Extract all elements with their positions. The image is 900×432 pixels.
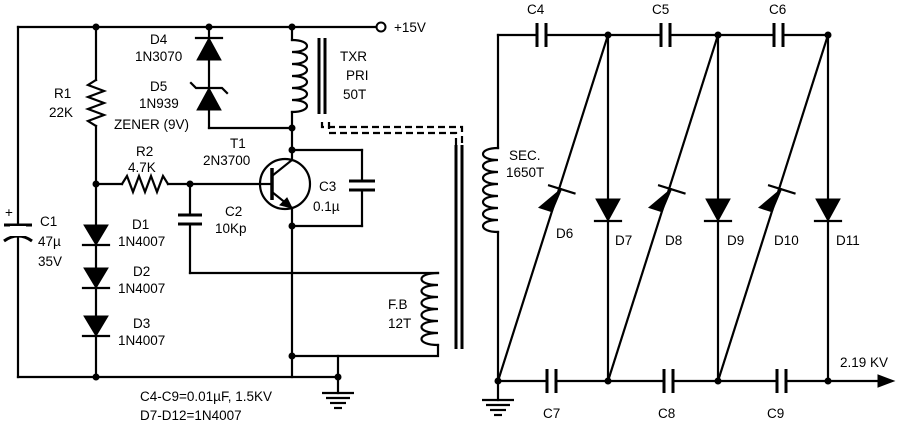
- c1-value: 47µ: [38, 234, 61, 249]
- r1-name: R1: [54, 86, 71, 101]
- diode-d10: [757, 188, 783, 213]
- diode-d6: [537, 188, 563, 213]
- primary-label-3: 50T: [343, 87, 366, 102]
- diode-d3: [83, 315, 109, 337]
- transformer-primary-coil: [290, 38, 309, 114]
- junction: [288, 23, 296, 31]
- d3-value: 1N4007: [118, 333, 165, 348]
- emitter-arrow: [279, 197, 293, 209]
- diode-d4: [196, 36, 222, 61]
- d3-name: D3: [133, 316, 150, 331]
- collector-lead: [270, 158, 294, 178]
- d8-label: D8: [665, 233, 682, 248]
- r1-value: 22K: [49, 105, 73, 120]
- zener-d5: [196, 86, 222, 111]
- d5-name: D5: [150, 79, 167, 94]
- junction: [288, 124, 296, 132]
- c4-label: C4: [527, 2, 545, 17]
- diode-d7: [595, 198, 621, 223]
- r2-value: 4.7K: [128, 160, 156, 175]
- note-diodes: D7-D12=1N4007: [140, 408, 242, 423]
- transformer-secondary-coil: [481, 146, 500, 234]
- c8-label: C8: [658, 406, 675, 421]
- junction: [714, 377, 722, 385]
- capacitor-c1-symbol: [3, 223, 33, 243]
- c3-name: C3: [319, 179, 336, 194]
- c9-label: C9: [767, 406, 784, 421]
- junction: [205, 23, 213, 31]
- junction: [824, 31, 832, 39]
- primary-label-1: TXR: [340, 49, 367, 64]
- junction: [824, 377, 832, 385]
- c5-label: C5: [652, 2, 669, 17]
- d4-value: 1N3070: [135, 49, 182, 64]
- diode-d8: [647, 188, 673, 213]
- feedback-label-1: F.B: [388, 297, 408, 312]
- diode-d6-bar: [547, 184, 576, 195]
- feedback-coil: [420, 271, 440, 347]
- c2-name: C2: [225, 204, 242, 219]
- d5-note: ZENER (9V): [114, 117, 189, 132]
- output-voltage-label: 2.19 KV: [840, 355, 888, 370]
- d4-name: D4: [150, 32, 168, 47]
- secondary-label-1: SEC.: [509, 148, 541, 163]
- d10-label: D10: [774, 233, 799, 248]
- t1-value: 2N3700: [203, 153, 250, 168]
- d1-name: D1: [132, 217, 149, 232]
- d2-value: 1N4007: [118, 281, 165, 296]
- primary-label-2: PRI: [346, 68, 369, 83]
- junction: [714, 31, 722, 39]
- diode-d9: [705, 198, 731, 223]
- r2-name: R2: [136, 144, 153, 159]
- resistor-r2: [120, 172, 170, 196]
- d1-value: 1N4007: [118, 234, 165, 249]
- junction: [334, 373, 342, 381]
- d6-label: D6: [556, 226, 573, 241]
- c2-value: 10Kp: [215, 221, 247, 236]
- feedback-label-2: 12T: [388, 316, 411, 331]
- junction: [604, 377, 612, 385]
- junction: [92, 23, 100, 31]
- diode-d11: [815, 198, 841, 223]
- ground-icon: [322, 391, 354, 410]
- junction: [604, 31, 612, 39]
- d7-label: D7: [615, 233, 632, 248]
- supply-label: +15V: [394, 20, 426, 35]
- d11-label: D11: [836, 233, 860, 248]
- ground-icon: [482, 398, 514, 417]
- resistor-r1: [84, 78, 108, 128]
- d9-label: D9: [727, 233, 744, 248]
- c7-label: C7: [543, 406, 560, 421]
- d5-value: 1N939: [139, 96, 179, 111]
- secondary-label-2: 1650T: [506, 165, 544, 180]
- c1-voltage: 35V: [38, 254, 62, 269]
- t1-name: T1: [230, 136, 246, 151]
- c3-value: 0.1µ: [313, 199, 340, 214]
- c6-label: C6: [769, 2, 786, 17]
- c1-name: C1: [40, 214, 57, 229]
- diode-d10-bar: [767, 184, 796, 195]
- junction: [494, 377, 502, 385]
- feedback-wire-bottom: [336, 343, 440, 379]
- core-coupling-dashed: [320, 122, 464, 145]
- zener-d5-bar: [189, 81, 229, 95]
- diode-d8-bar: [657, 184, 686, 195]
- junction: [92, 373, 100, 381]
- diode-d2: [83, 267, 109, 289]
- output-arrow-icon: [877, 374, 896, 388]
- core-coupling-dashed: [327, 122, 458, 145]
- supply-terminal: [375, 21, 387, 33]
- note-capacitors: C4-C9=0.01µF, 1.5KV: [140, 389, 272, 404]
- d2-name: D2: [133, 264, 150, 279]
- diode-d1: [83, 224, 109, 246]
- c1-polarity: +: [5, 205, 13, 220]
